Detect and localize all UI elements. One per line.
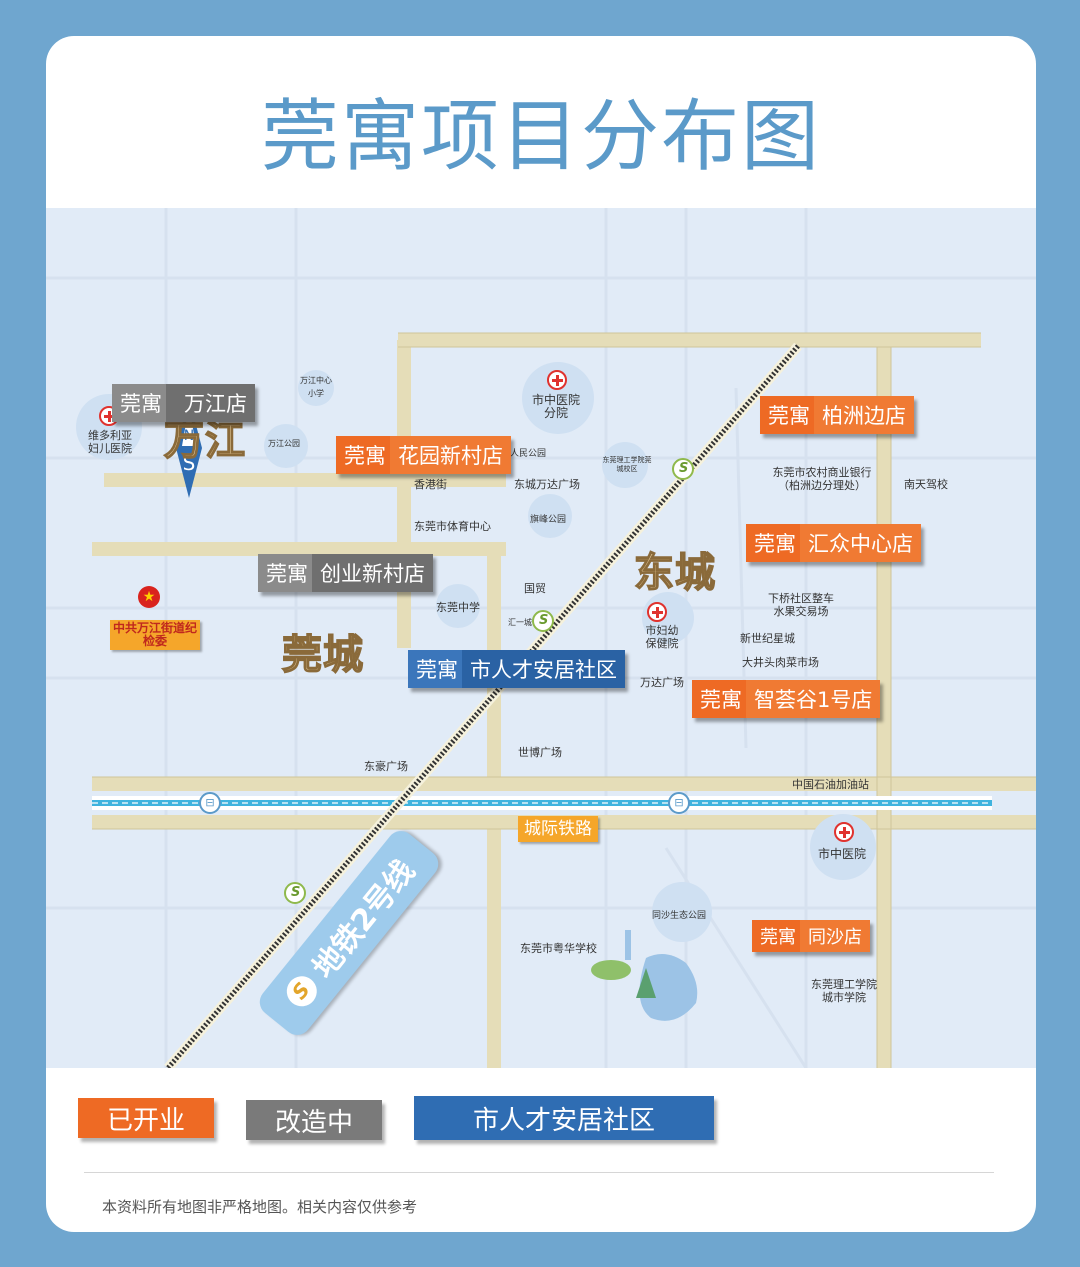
poi-circle <box>298 370 334 406</box>
store-name: 汇众中心店 <box>800 524 921 562</box>
store-tongsha[interactable]: 莞寓 同沙店 <box>752 920 870 952</box>
poi-sports-center: 东莞市体育中心 <box>414 520 491 533</box>
store-brand: 莞寓 <box>112 384 166 422</box>
poi-new-century: 新世纪星城 <box>740 632 795 645</box>
poi-wanda-dongcheng: 东城万达广场 <box>514 478 580 491</box>
poi-rural-bank: 东莞市农村商业银行（柏洲边分理处） <box>772 466 872 492</box>
poi-shibo-plaza: 世博广场 <box>518 746 562 759</box>
poi-wanda-plaza: 万达广场 <box>640 676 684 689</box>
store-name: 创业新村店 <box>312 554 433 592</box>
store-brand: 莞寓 <box>752 920 800 952</box>
poi-women-hospital: 市妇幼保健院 <box>645 624 679 650</box>
store-brand: 莞寓 <box>692 680 746 718</box>
hospital-icon <box>834 822 854 842</box>
poi-wanjiang-park: 万江公园 <box>268 439 300 448</box>
hospital-icon <box>647 602 667 622</box>
poi-qifeng-park: 旗峰公园 <box>530 515 567 525</box>
store-brand: 莞寓 <box>258 554 312 592</box>
poi-party-committee: 中共万江街道纪检委 <box>110 620 200 650</box>
rail-station-icon: ⊟ <box>668 792 690 814</box>
page-title: 莞寓项目分布图 <box>260 92 821 182</box>
poi-circle <box>652 882 712 942</box>
store-name: 柏洲边店 <box>814 396 914 434</box>
poi-dg-middle-school: 东莞中学 <box>436 601 480 614</box>
store-name: 万江店 <box>166 384 255 422</box>
metro-station-icon <box>284 882 306 904</box>
poi-petrochina: 中国石油加油站 <box>792 778 869 791</box>
metro-station-icon <box>532 610 554 632</box>
metro-logo-icon: S <box>280 970 323 1013</box>
poi-renmin-park: 人民公园 <box>510 449 547 459</box>
divider <box>84 1172 994 1173</box>
poi-guomao: 国贸 <box>524 582 546 595</box>
poi-yuehua-school: 东莞市粤华学校 <box>520 942 597 955</box>
store-brand: 莞寓 <box>760 396 814 434</box>
compass-icon: N S <box>176 398 202 498</box>
metro-station-icon <box>672 458 694 480</box>
party-star-icon: ★ <box>138 586 160 608</box>
poi-polytech-city: 东莞理工学院城市学院 <box>811 978 877 1004</box>
poi-wanjiang-school: 万江中心小学 <box>300 376 332 398</box>
legend-open: 已开业 <box>78 1098 214 1138</box>
map-area: N S ★ 万江中心小学 万江公园 维多利亚妇儿医院 市中医院分院 人民公园 东… <box>46 208 1036 1068</box>
poi-circle <box>602 442 648 488</box>
poi-polytech-songshan: 东莞理工学院莞城校区 <box>602 456 652 473</box>
map-card: 莞寓项目分布图 <box>46 36 1036 1232</box>
store-huayuan[interactable]: 莞寓 花园新村店 <box>336 436 511 474</box>
store-huizhong[interactable]: 莞寓 汇众中心店 <box>746 524 921 562</box>
store-brand: 莞寓 <box>746 524 800 562</box>
store-name: 同沙店 <box>800 920 870 952</box>
store-brand: 莞寓 <box>336 436 390 474</box>
store-name: 智荟谷1号店 <box>746 680 881 718</box>
poi-nantian-driving-school: 南天驾校 <box>904 478 948 491</box>
store-zhihuigu[interactable]: 莞寓 智荟谷1号店 <box>692 680 881 718</box>
poi-victoria-hospital: 维多利亚妇儿医院 <box>88 429 132 455</box>
poi-dajingtou-market: 大井头肉菜市场 <box>742 656 819 669</box>
poi-circle <box>528 494 572 538</box>
rail-station-icon: ⊟ <box>199 792 221 814</box>
disclaimer: 本资料所有地图非严格地图。相关内容仅供参考 <box>102 1198 418 1216</box>
poi-xiaqiao-market: 下桥社区整车水果交易场 <box>768 592 834 618</box>
district-wanjiang: 万江 <box>163 417 246 465</box>
intercity-railway-label: 城际铁路 <box>518 816 598 842</box>
legend-renovating: 改造中 <box>246 1100 382 1140</box>
district-dongcheng: 东城 <box>633 549 716 597</box>
poi-tcm-hospital: 市中医院 <box>818 847 867 861</box>
poi-donghao-plaza: 东豪广场 <box>364 760 408 773</box>
svg-text:S: S <box>183 451 196 475</box>
store-wanjiang[interactable]: 莞寓 万江店 <box>112 384 255 422</box>
poi-circle <box>264 424 308 468</box>
store-rencai[interactable]: 莞寓 市人才安居社区 <box>408 650 625 688</box>
poi-circle <box>436 584 480 628</box>
poi-huiyi-city: 汇一城 <box>508 618 532 627</box>
poi-tongsha-park: 同沙生态公园 <box>652 911 707 921</box>
store-name: 市人才安居社区 <box>462 650 625 688</box>
legend-talent-housing: 市人才安居社区 <box>414 1096 714 1140</box>
district-guancheng: 莞城 <box>281 631 364 679</box>
poi-hospital-branch: 市中医院分院 <box>531 393 580 420</box>
store-brand: 莞寓 <box>408 650 462 688</box>
store-chuangye[interactable]: 莞寓 创业新村店 <box>258 554 433 592</box>
poi-xianggang-street: 香港街 <box>414 478 447 491</box>
svg-text:N: N <box>184 428 194 444</box>
store-baizhoubian[interactable]: 莞寓 柏洲边店 <box>760 396 914 434</box>
store-name: 花园新村店 <box>390 436 511 474</box>
hospital-icon <box>547 370 567 390</box>
